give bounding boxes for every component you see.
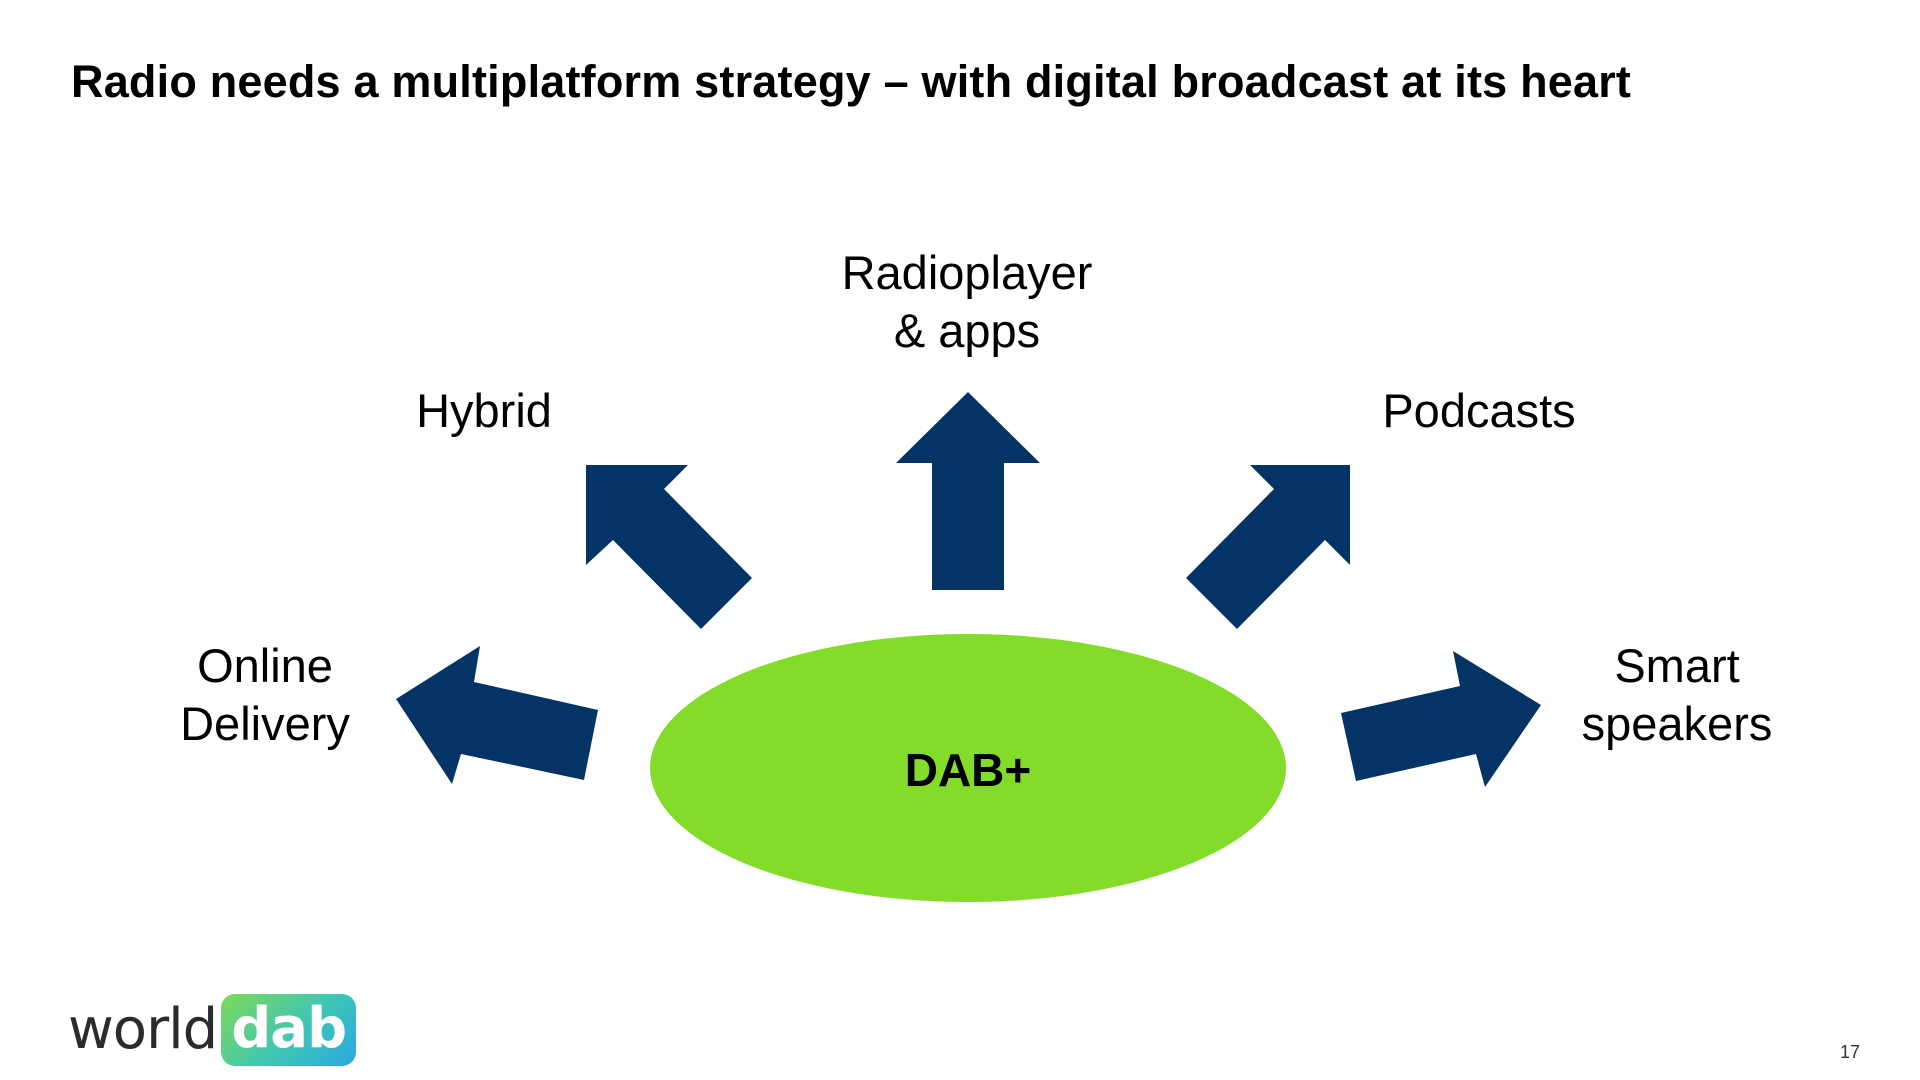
arrow-online-delivery [396,646,598,784]
node-smart-speakers-label: Smart speakers [1582,637,1773,753]
node-radioplayer-label: Radioplayer & apps [842,244,1093,360]
arrow-smart-speakers [1341,651,1541,787]
node-radioplayer-line-2: & apps [893,304,1041,357]
node-hybrid-label: Hybrid [416,382,552,440]
logo-word: world [68,997,218,1062]
arrow-hybrid [586,465,752,629]
worlddab-logo: world dab [68,994,357,1066]
center-label: DAB+ [904,744,1032,796]
arrow-radioplayer [896,392,1040,590]
node-online-delivery-label: Online Delivery [180,637,350,753]
node-online-line-1: Online [197,639,333,692]
node-online-line-2: Delivery [180,697,350,750]
arrow-podcasts [1186,465,1350,629]
node-podcasts-label: Podcasts [1382,382,1575,440]
logo-badge: dab [221,994,357,1066]
node-smart-line-2: speakers [1581,697,1773,750]
node-podcasts-line-1: Podcasts [1382,384,1576,437]
node-radioplayer-line-1: Radioplayer [841,246,1093,299]
center-ellipse [650,634,1286,902]
slide-title: Radio needs a multiplatform strategy – w… [71,56,1632,107]
page-number: 17 [1840,1042,1861,1062]
node-hybrid-line-1: Hybrid [416,384,552,437]
node-smart-line-1: Smart [1614,639,1740,692]
